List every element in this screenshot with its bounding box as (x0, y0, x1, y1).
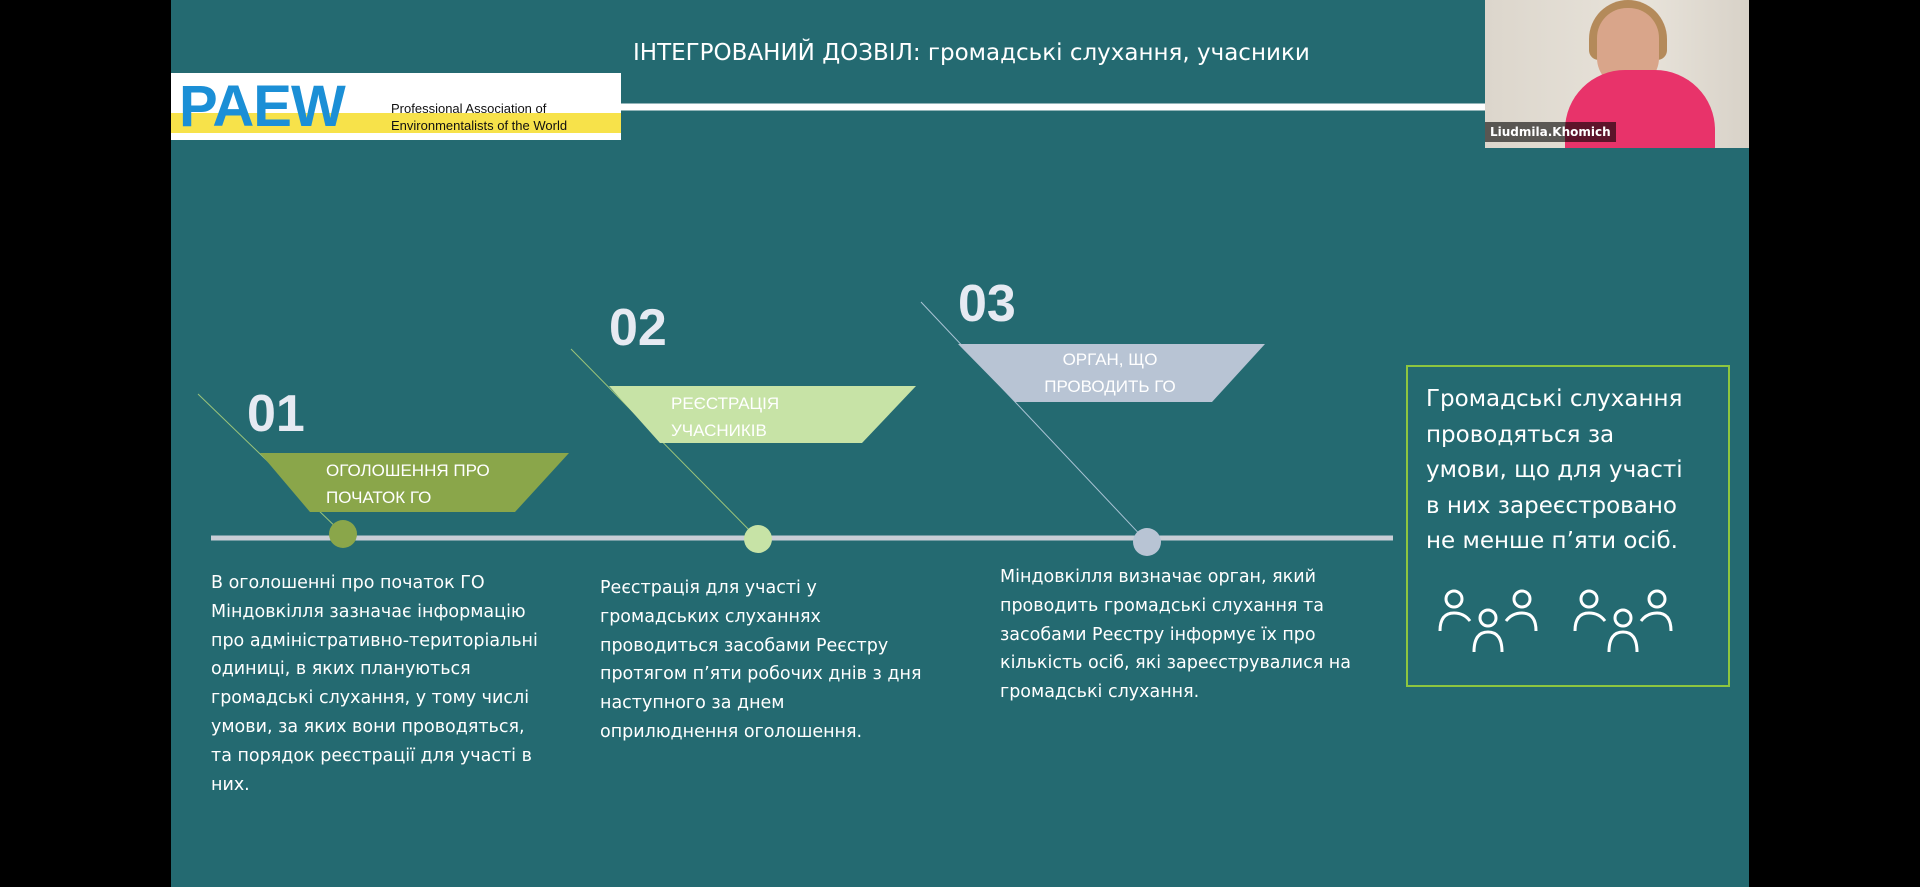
step-1-dot (329, 520, 357, 548)
logo-line-1: Professional Association of (391, 101, 547, 116)
step-1-banner (260, 453, 569, 512)
step-2-dot (744, 525, 772, 553)
people-group-icon (1573, 589, 1673, 653)
slide-title: ІНТЕГРОВАНИЙ ДОЗВІЛ: громадські слухання… (633, 40, 1310, 66)
participant-video-tile[interactable]: Liudmila.Khomich (1485, 0, 1749, 148)
logo-line-2: Environmentalists of the World (391, 118, 568, 133)
participant-name: Liudmila.Khomich (1485, 122, 1616, 142)
step-2-banner (609, 386, 916, 443)
paew-logo: PAEW Professional Association of Environm… (171, 73, 621, 140)
step-3-banner (958, 344, 1265, 402)
people-group-icon (1438, 589, 1538, 653)
step-1-number: 01 (247, 385, 305, 443)
people-group-icons (1438, 589, 1673, 653)
step-3-number: 03 (958, 275, 1016, 333)
leader-line-3 (920, 301, 1148, 543)
step-2-number: 02 (609, 299, 667, 357)
leader-line-2 (570, 348, 759, 540)
step-3-dot (1133, 528, 1161, 556)
logo-acronym: PAEW (179, 74, 346, 139)
